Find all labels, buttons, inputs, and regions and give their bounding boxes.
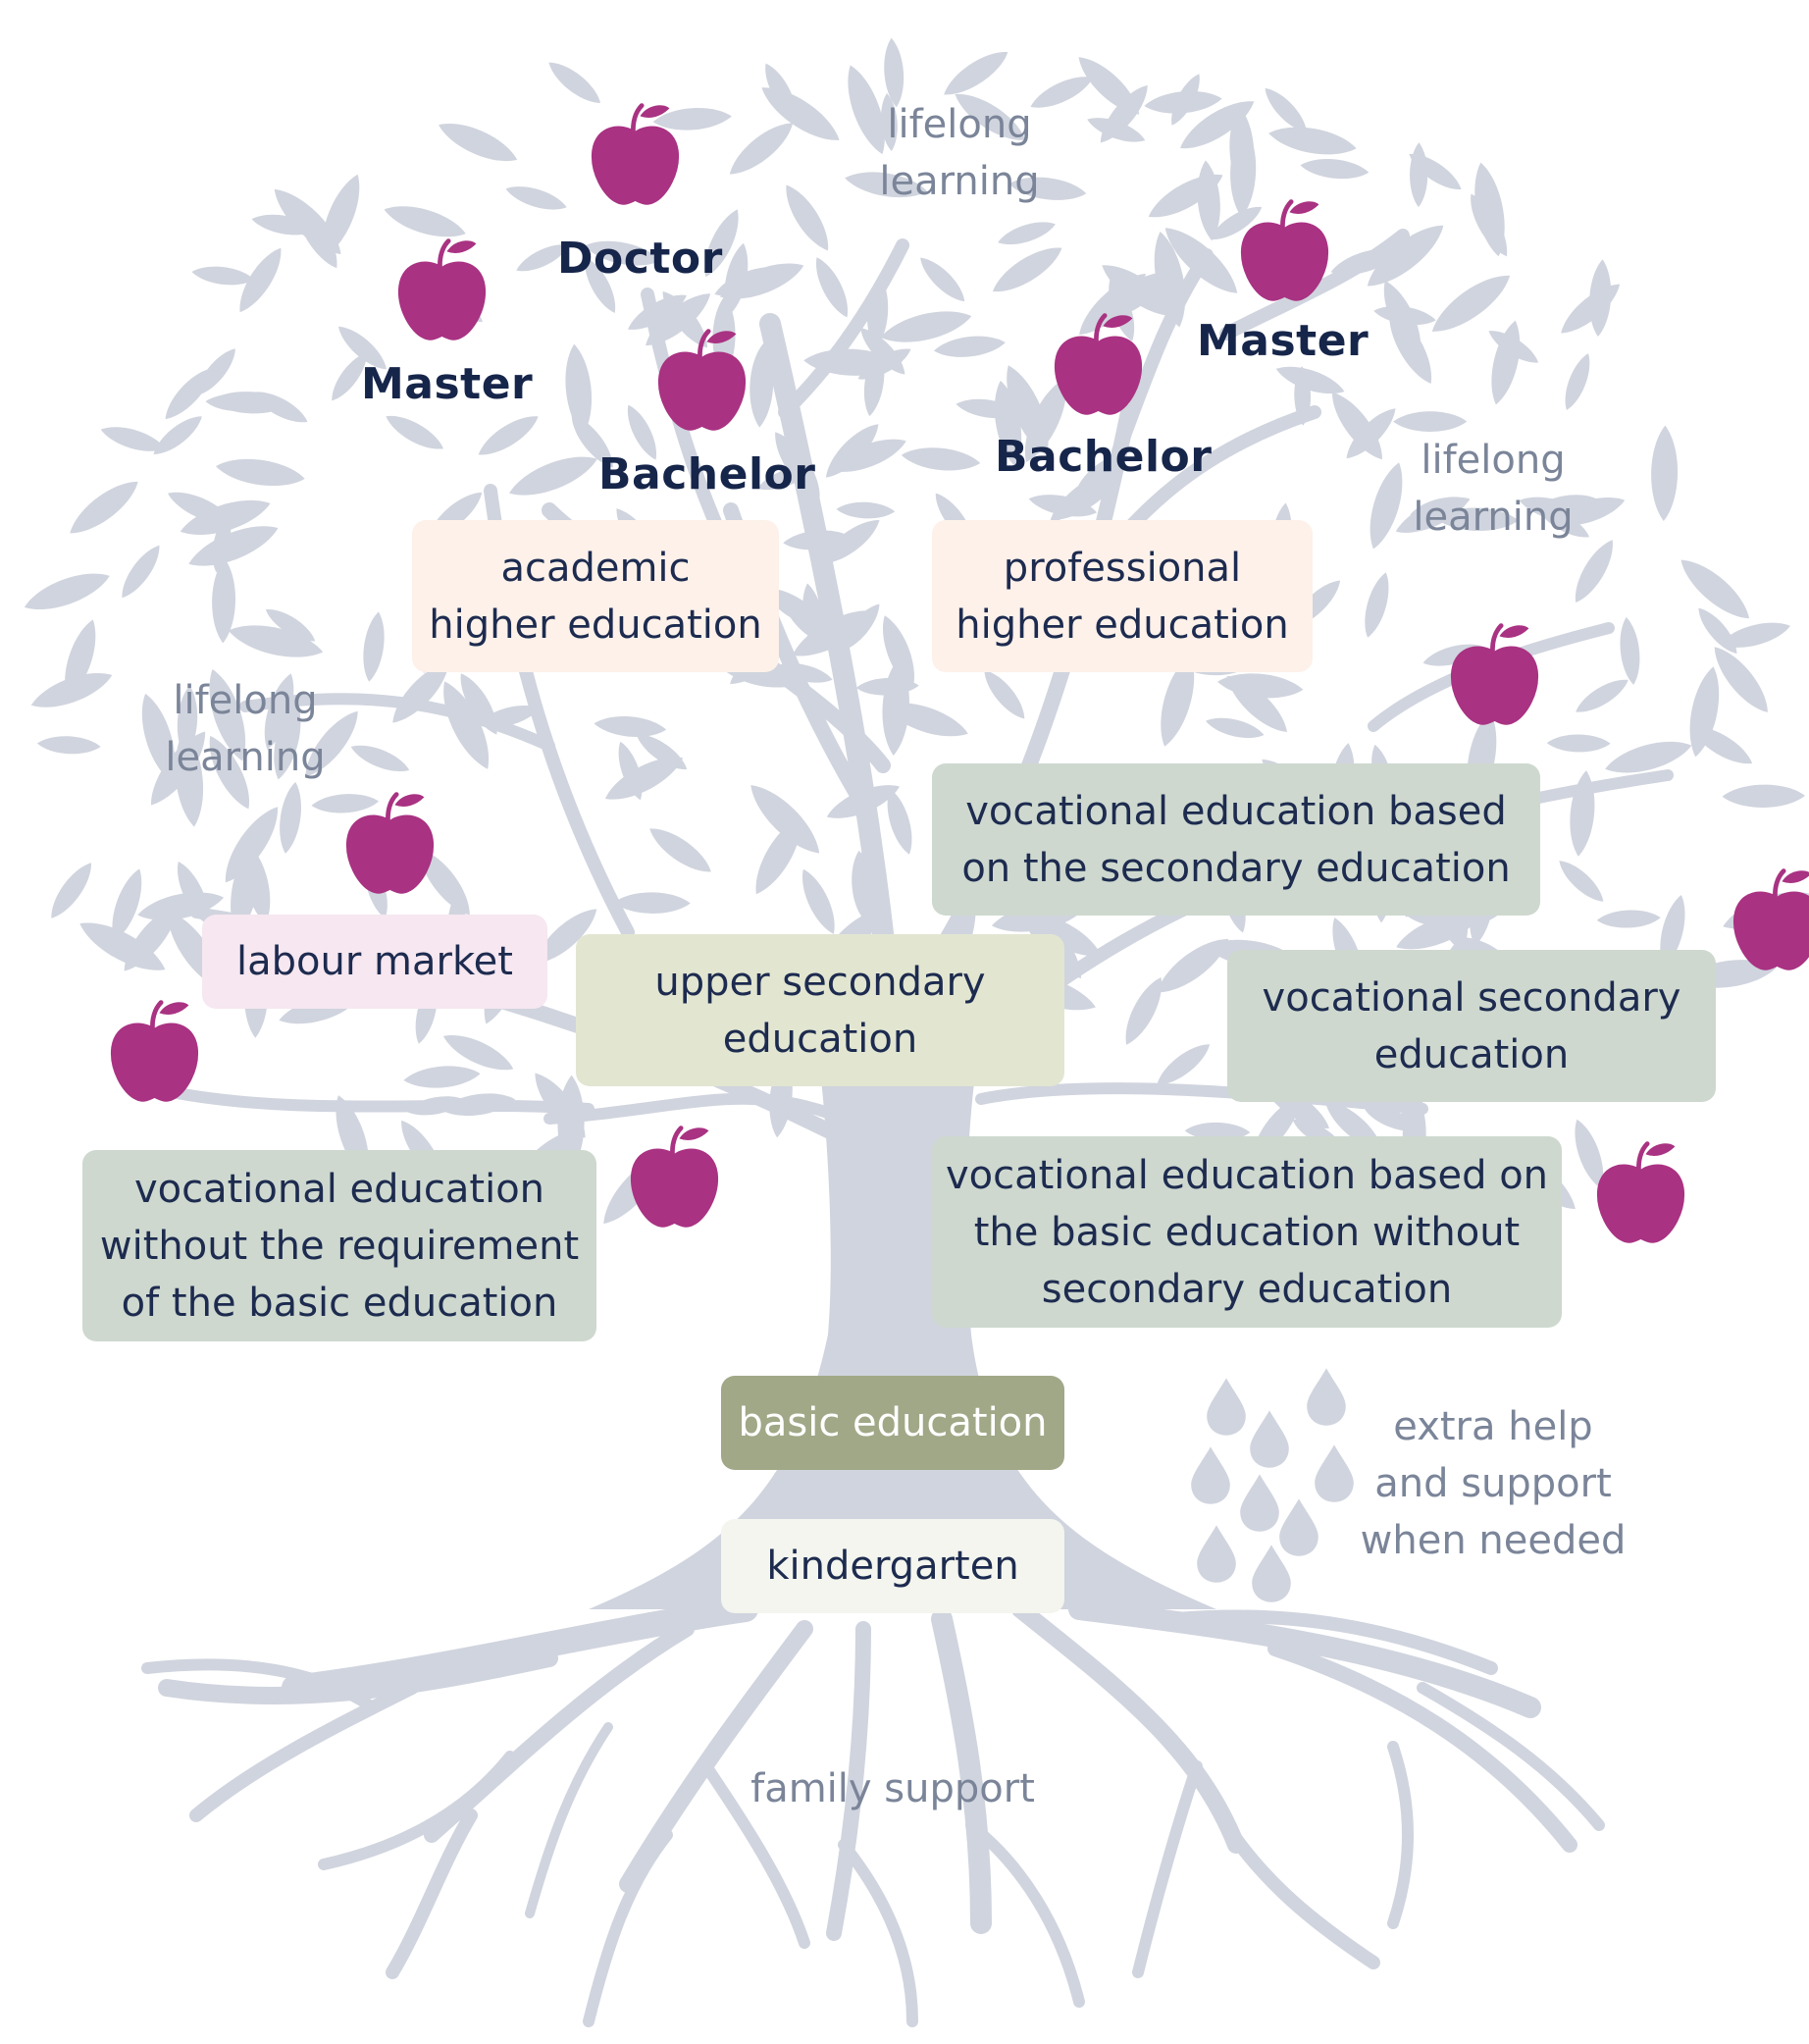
- vocational-secondary-education-box: vocational secondary education: [1227, 950, 1716, 1102]
- degree-master-left: Master: [361, 359, 534, 409]
- leaf-icon: [913, 251, 971, 308]
- raindrop-icon: [1197, 1525, 1236, 1583]
- lifelong-learning-right: lifelong learning: [1413, 438, 1574, 540]
- leaf-icon: [794, 865, 843, 939]
- leaf-icon: [1553, 854, 1610, 909]
- leaf-icon: [381, 408, 448, 457]
- leaf-icon: [1571, 672, 1633, 719]
- vocational-without-basic-box: vocational education without the require…: [82, 1150, 596, 1341]
- leaf-icon: [115, 540, 167, 603]
- raindrop-icon: [1240, 1474, 1279, 1532]
- leaf-icon: [1299, 155, 1370, 183]
- leaf-icon: [434, 114, 523, 171]
- degree-doctor: Doctor: [557, 234, 723, 284]
- leaf-icon: [561, 342, 596, 437]
- family-support-note: family support: [750, 1766, 1035, 1811]
- leaf-icon: [722, 114, 801, 183]
- apple-icon: [111, 1003, 197, 1102]
- raindrop-icon: [1207, 1378, 1246, 1436]
- leaf-icon: [836, 500, 896, 520]
- leaf-icon: [977, 664, 1032, 725]
- leaf-icon: [359, 609, 388, 684]
- leaf-icon: [593, 713, 667, 740]
- leaf-icon: [310, 792, 380, 815]
- leaf-icon: [225, 617, 327, 665]
- leaf-icon: [932, 332, 1007, 361]
- leaf-icon: [1546, 734, 1611, 753]
- leaf-icon: [900, 444, 982, 475]
- leaf-icon: [63, 472, 145, 543]
- leaf-icon: [1722, 784, 1806, 809]
- leaf-icon: [275, 780, 306, 856]
- leaf-icon: [504, 446, 602, 505]
- leaf-icon: [381, 197, 470, 245]
- leaf-icon: [1673, 550, 1758, 628]
- leaf-icon: [995, 216, 1059, 251]
- degree-bachelor-right: Bachelor: [995, 432, 1213, 482]
- raindrop-icon: [1307, 1368, 1346, 1426]
- leaf-icon: [543, 55, 606, 111]
- raindrop-icon: [1250, 1410, 1289, 1468]
- extra-help-note: extra help and support when needed: [1360, 1404, 1627, 1563]
- upper-secondary-education-box: upper secondary education: [576, 934, 1064, 1086]
- leaf-icon: [402, 1063, 482, 1091]
- leaf-icon: [1567, 534, 1622, 608]
- leaf-icon: [1558, 350, 1596, 414]
- leaf-icon: [20, 563, 115, 619]
- academic-higher-education-box: academic higher education: [412, 520, 779, 672]
- leaf-icon: [1650, 425, 1679, 522]
- leaf-icon: [473, 407, 544, 463]
- leaf-icon: [502, 180, 570, 216]
- leaf-icon: [214, 453, 307, 492]
- leaf-icon: [808, 252, 855, 322]
- leaf-icon: [938, 43, 1014, 104]
- apple-icon: [1733, 871, 1809, 970]
- leaf-icon: [1596, 909, 1662, 929]
- vocational-basic-based-box: vocational education based on the basic …: [932, 1136, 1562, 1328]
- leaf-icon: [1266, 121, 1359, 161]
- labour-market-box: labour market: [202, 915, 547, 1009]
- leaf-icon: [986, 238, 1068, 301]
- basic-education-box: basic education: [721, 1376, 1064, 1470]
- raindrops: [1191, 1368, 1354, 1602]
- leaf-icon: [777, 179, 838, 257]
- leaf-icon: [613, 892, 691, 915]
- degree-master-right: Master: [1197, 316, 1370, 366]
- leaf-icon: [148, 409, 208, 461]
- leaf-icon: [644, 819, 717, 881]
- leaf-icon: [1554, 276, 1627, 341]
- degree-bachelor-left: Bachelor: [598, 449, 816, 499]
- vocational-secondary-based-box: vocational education based on the second…: [932, 763, 1540, 916]
- raindrop-icon: [1279, 1498, 1318, 1556]
- tree-roots: [141, 1597, 1605, 2027]
- leaf-icon: [1423, 264, 1518, 342]
- leaf-icon: [189, 342, 242, 401]
- raindrop-icon: [1191, 1446, 1230, 1504]
- lifelong-learning-top: lifelong learning: [879, 102, 1040, 204]
- kindergarten-box: kindergarten: [721, 1519, 1064, 1613]
- raindrop-icon: [1252, 1545, 1291, 1602]
- leaf-icon: [190, 263, 256, 288]
- leaf-icon: [1358, 569, 1395, 641]
- apple-icon: [1451, 626, 1537, 725]
- apple-icon: [631, 1128, 717, 1228]
- professional-higher-education-box: professional higher education: [932, 520, 1313, 672]
- leaf-icon: [43, 857, 99, 924]
- leaf-icon: [1149, 928, 1236, 1003]
- apple-icon: [398, 241, 485, 341]
- leaf-icon: [1393, 411, 1468, 433]
- leaf-icon: [36, 734, 102, 756]
- apple-icon: [1597, 1144, 1683, 1243]
- leaf-icon: [1617, 615, 1643, 686]
- lifelong-learning-left: lifelong learning: [165, 678, 326, 780]
